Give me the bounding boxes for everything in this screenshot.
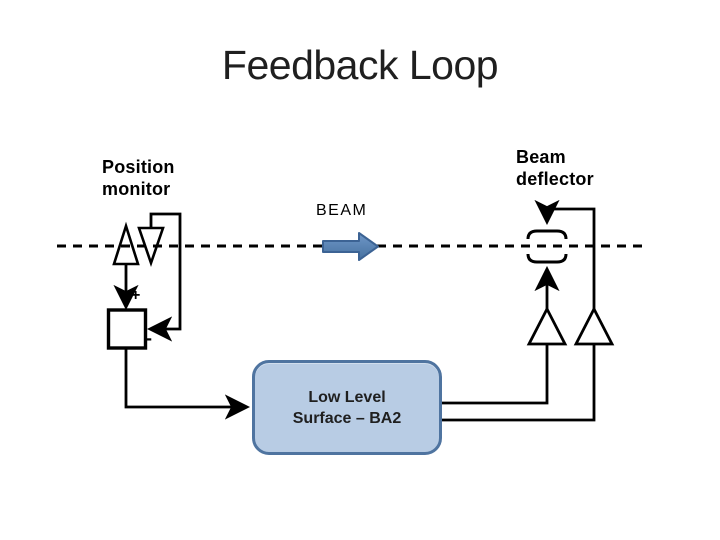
summing-minus-sign: - [146,328,152,348]
error-signal-line [124,348,251,420]
controller-box: Low Level Surface – BA2 [252,360,442,455]
label-position-monitor: Position monitor [102,156,175,200]
amplifier-triangle-right [573,305,615,346]
controller-label-line1: Low Level [308,388,386,406]
deflector-plate-bottom [526,253,568,264]
label-beam: BEAM [316,202,368,219]
drive-line-upper [442,344,549,405]
deflector-plate-top [526,229,568,240]
amplifier-triangle-left [526,305,568,346]
drive-line-lower [442,344,596,422]
deflector-top-drive-arrow [534,199,596,309]
summing-node-box [106,308,148,350]
feedback-signal-line [146,212,182,342]
controller-label-line2: Surface – BA2 [292,409,402,427]
beam-direction-arrow [322,232,379,261]
label-beam-deflector: Beam deflector [516,146,594,190]
label-beam-deflector-line2: deflector [516,169,594,189]
label-position-monitor-line1: Position [102,157,175,177]
label-beam-deflector-line1: Beam [516,147,566,167]
summing-plus-sign: + [131,287,141,304]
slide-title: Feedback Loop [221,42,499,88]
label-position-monitor-line2: monitor [102,179,171,199]
